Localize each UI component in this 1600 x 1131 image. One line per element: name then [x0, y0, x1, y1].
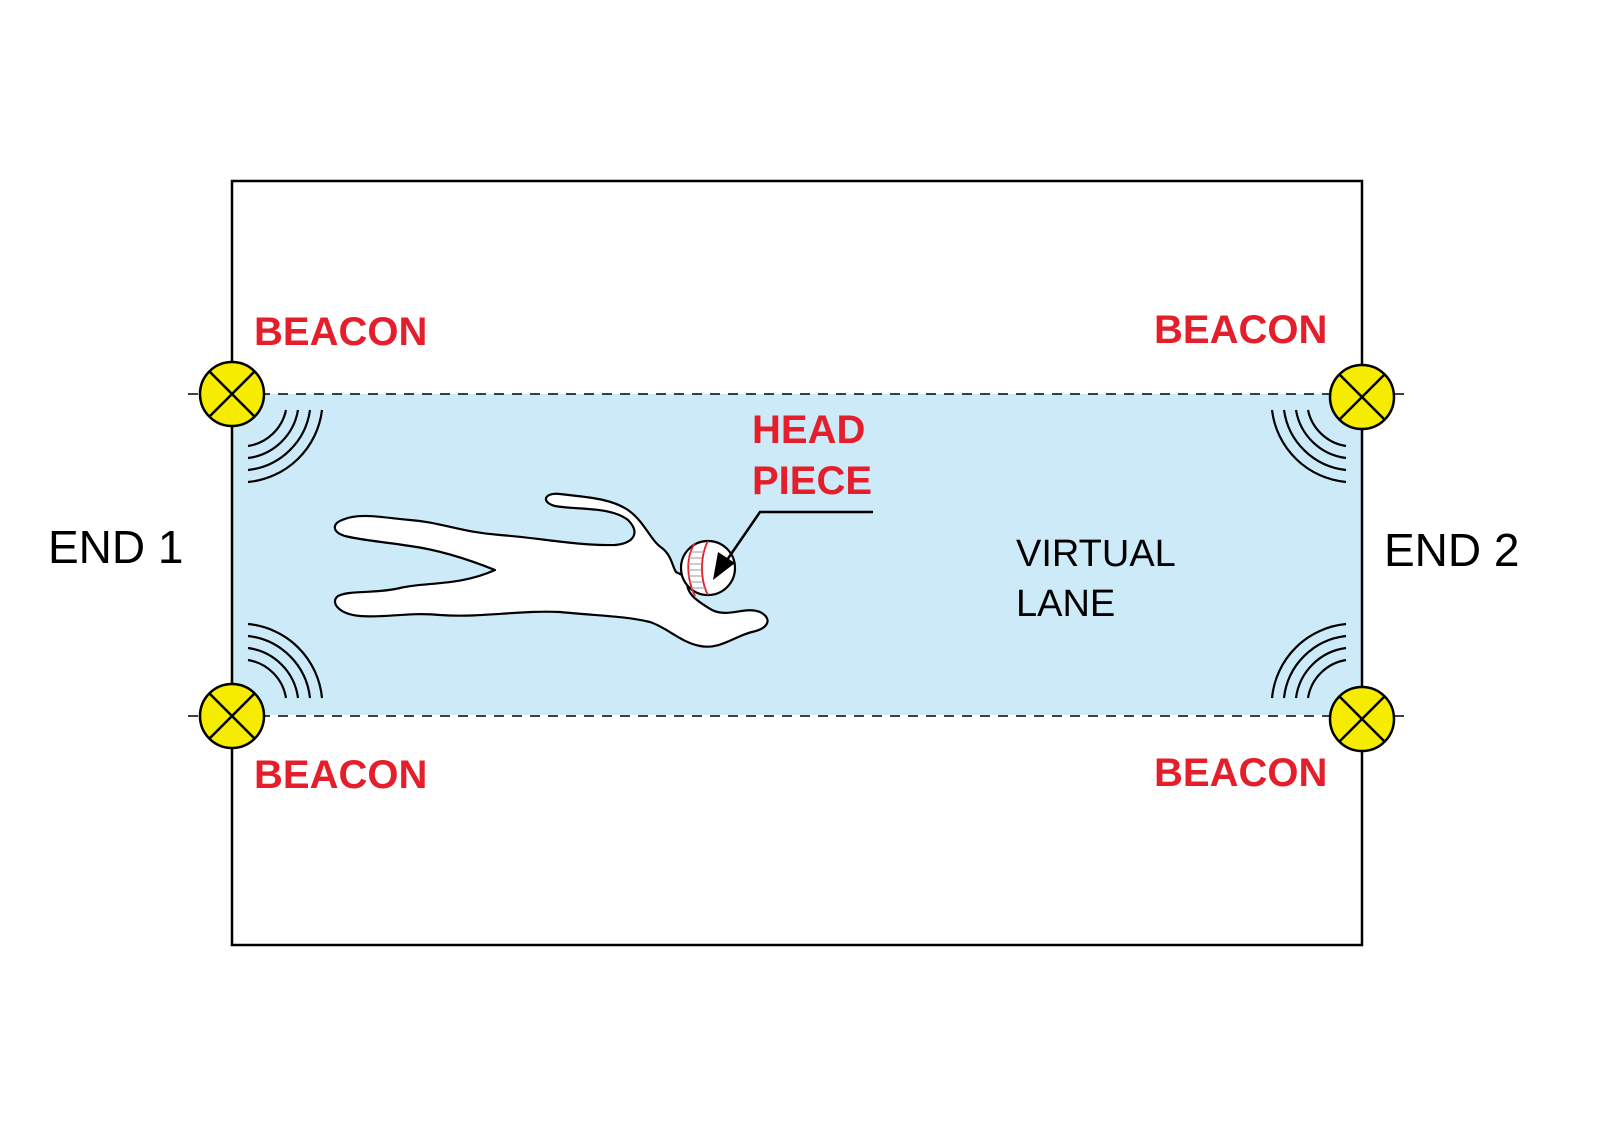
end-2-label: END 2 — [1384, 524, 1519, 576]
head-piece-pointer-arrow-icon — [713, 510, 873, 580]
head-piece-label-line1: HEAD — [752, 408, 865, 452]
beacon-label-bottom-right: BEACON — [1154, 751, 1327, 795]
beacon-label-top-left: BEACON — [254, 310, 427, 354]
virtual-lane-area — [232, 394, 1362, 715]
swimmer-figure — [333, 492, 769, 648]
virtual-lane-label-line2: LANE — [1016, 583, 1115, 625]
beacon-label-bottom-left: BEACON — [254, 753, 427, 797]
pool-outline — [230, 179, 1364, 947]
beacon-bottom-left-icon — [198, 682, 266, 750]
beacon-bottom-right-icon — [1328, 685, 1396, 753]
beacon-top-left-icon — [198, 360, 266, 428]
signal-waves-top-right-icon — [1270, 409, 1347, 484]
virtual-lane-label-line1: VIRTUAL — [1016, 533, 1176, 575]
beacon-label-top-right: BEACON — [1154, 308, 1327, 352]
head-piece-label-line2: PIECE — [752, 459, 872, 503]
end-1-label: END 1 — [48, 521, 183, 573]
signal-waves-bottom-right-icon — [1270, 622, 1347, 699]
signal-waves-bottom-left-icon — [247, 622, 324, 699]
signal-waves-top-left-icon — [247, 409, 324, 484]
beacon-top-right-icon — [1328, 363, 1396, 431]
